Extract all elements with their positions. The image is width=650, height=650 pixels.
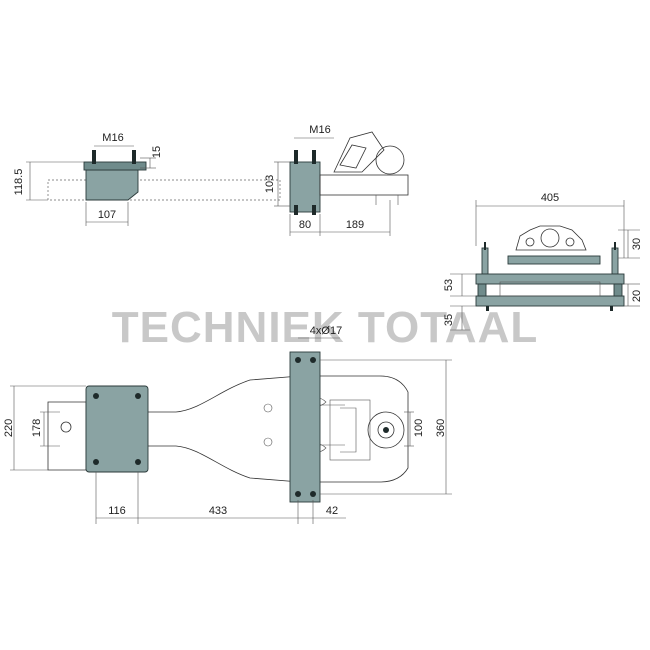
mount-plate: [83, 161, 147, 171]
bolt-icon: [132, 150, 136, 164]
dim-total-height: 360: [435, 419, 447, 437]
front-top-plate: [507, 255, 601, 265]
dim-plate-right: 80: [299, 219, 311, 231]
dim-height-right: 103: [264, 175, 276, 193]
bolt-icon: [294, 150, 298, 164]
mount-plate-side: [289, 161, 321, 213]
bolt-icon: [312, 205, 316, 215]
dim-thread-left: M16: [102, 132, 123, 144]
dim-plate-thickness: 15: [151, 146, 163, 158]
bolt-icon: [92, 150, 96, 164]
bolt-icon: [135, 459, 141, 465]
bolt-icon: [310, 357, 316, 363]
plan-mount-plate: [289, 351, 321, 503]
dim-inner-height: 178: [31, 419, 43, 437]
dim-thread-right: M16: [309, 124, 330, 136]
bolt-icon: [295, 357, 301, 363]
eye-hole-icon: [60, 421, 72, 433]
side-view-right: M16 103 80 189: [264, 124, 409, 236]
dim-width-left: 107: [98, 209, 116, 221]
side-view-left: M16 15 118.5 107: [13, 132, 281, 226]
dim-right-spacing: 42: [326, 505, 338, 517]
bolt-icon: [93, 393, 99, 399]
dim-hole-spacing: 100: [413, 419, 425, 437]
drawbar-outline: [47, 179, 281, 201]
bolt-icon: [295, 491, 301, 497]
dim-outer-height: 220: [3, 419, 15, 437]
plan-view: 4xØ17 220 178 116 433 42 100 360: [3, 325, 452, 524]
dim-front-width: 405: [541, 192, 559, 204]
watermark: TECHNIEK TOTAAL: [112, 303, 538, 352]
front-view: 405 30 20 53 35: [443, 192, 643, 331]
dim-left-spacing: 116: [108, 505, 126, 517]
plan-left-plate: [85, 385, 149, 473]
mount-block: [85, 169, 139, 201]
ball-head-icon: [375, 145, 405, 175]
front-frame-bottom: [475, 295, 625, 307]
dim-front-bottom: 35: [443, 314, 455, 326]
dim-length-right: 189: [346, 219, 364, 231]
dim-middle-spacing: 433: [209, 505, 227, 517]
bolt-icon: [135, 393, 141, 399]
dim-holes: 4xØ17: [310, 325, 342, 337]
bolt-icon: [312, 150, 316, 164]
front-frame-top: [475, 273, 625, 285]
bolt-icon: [294, 205, 298, 215]
bolt-icon: [93, 459, 99, 465]
bolt-icon: [310, 491, 316, 497]
dim-front-top: 30: [631, 238, 643, 250]
dim-height-left: 118.5: [13, 169, 25, 196]
dim-front-right: 20: [631, 290, 643, 302]
dim-front-mid: 53: [443, 279, 455, 291]
